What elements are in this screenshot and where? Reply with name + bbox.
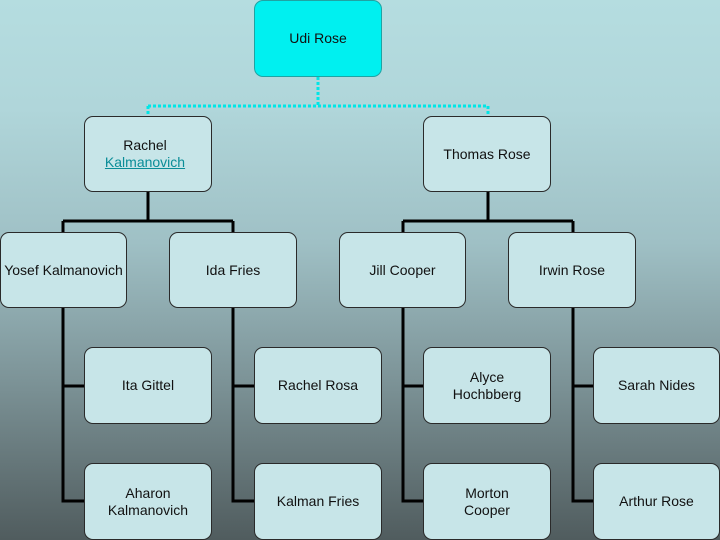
node-aharon-kalmanovich[interactable]: Aharon Kalmanovich	[84, 463, 212, 540]
node-label: Udi Rose	[289, 30, 347, 46]
node-label: Morton Cooper	[464, 484, 510, 518]
node-thomas-rose[interactable]: Thomas Rose	[423, 116, 551, 192]
node-sarah-nides[interactable]: Sarah Nides	[593, 347, 720, 424]
node-alyce-hochbberg[interactable]: Alyce Hochbberg	[423, 347, 551, 424]
node-yosef-kalmanovich[interactable]: Yosef Kalmanovich	[0, 232, 127, 308]
node-irwin-rose[interactable]: Irwin Rose	[508, 232, 636, 308]
node-label: Arthur Rose	[619, 493, 694, 509]
node-label: Ida Fries	[205, 261, 261, 278]
node-label: Rachel Kalmanovich	[85, 137, 205, 171]
node-label: Sarah Nides	[617, 377, 696, 393]
node-ita-gittel[interactable]: Ita Gittel	[84, 347, 212, 424]
node-arthur-rose[interactable]: Arthur Rose	[593, 463, 720, 540]
node-ida-fries[interactable]: Ida Fries	[169, 232, 297, 308]
node-label-prefix: Rachel	[123, 137, 167, 153]
root-connectors	[146, 77, 490, 116]
kalmanovich-link[interactable]: Kalmanovich	[104, 154, 186, 170]
node-jill-cooper[interactable]: Jill Cooper	[339, 232, 466, 308]
node-label: Jill Cooper	[369, 261, 436, 278]
node-morton-cooper[interactable]: Morton Cooper	[423, 463, 551, 540]
node-kalman-fries[interactable]: Kalman Fries	[254, 463, 382, 540]
connector-yosef-children	[61, 307, 86, 503]
node-label: Irwin Rose	[538, 261, 606, 278]
connector-ida-children	[231, 307, 256, 503]
family-connectors	[61, 191, 595, 503]
node-label: Aharon Kalmanovich	[107, 484, 189, 518]
connector-irwin-children	[571, 307, 595, 503]
node-label: Kalman Fries	[276, 493, 360, 509]
node-udi-rose[interactable]: Udi Rose	[254, 0, 382, 77]
node-label: Rachel Rosa	[277, 377, 359, 393]
node-label: Thomas Rose	[443, 145, 531, 162]
node-rachel-kalmanovich[interactable]: Rachel Kalmanovich	[84, 116, 212, 192]
node-label: Yosef Kalmanovich	[4, 261, 123, 278]
connector-jill-children	[401, 307, 425, 503]
node-label: Ita Gittel	[121, 377, 175, 393]
node-label: Alyce Hochbberg	[452, 368, 522, 402]
node-rachel-rosa[interactable]: Rachel Rosa	[254, 347, 382, 424]
